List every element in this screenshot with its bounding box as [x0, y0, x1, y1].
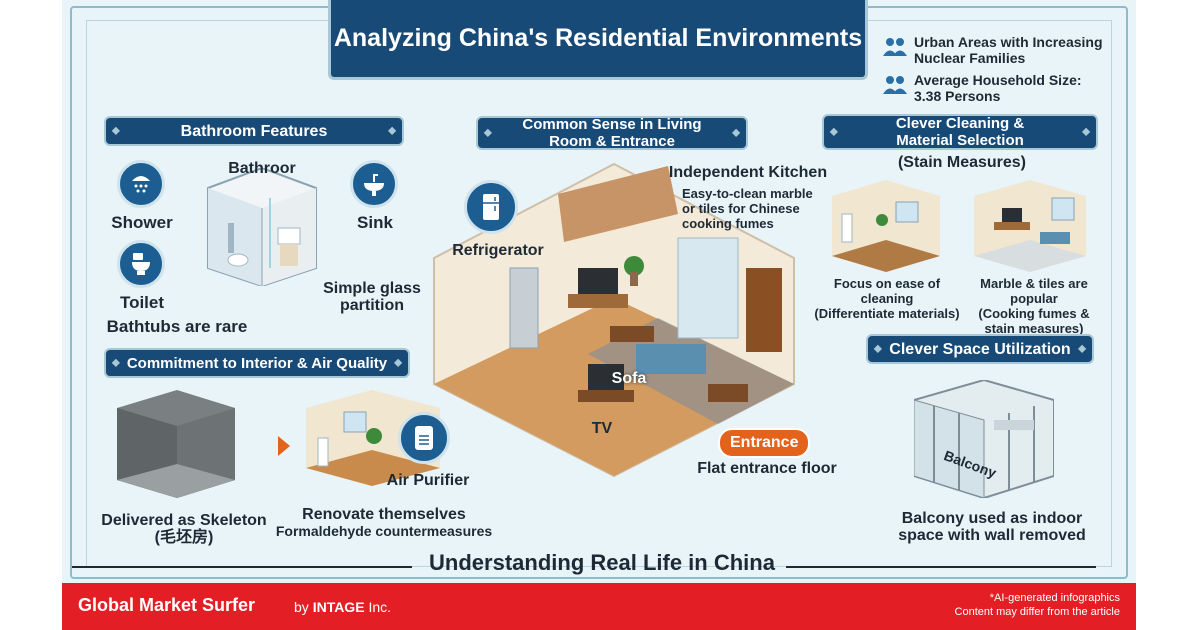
shower-icon — [117, 160, 165, 208]
balcony-note: Balcony used as indoor space with wall r… — [898, 510, 1086, 544]
tv-label: TV — [591, 420, 613, 437]
title-banner: Analyzing China's Residential Environmen… — [328, 0, 868, 80]
refrigerator-label: Refrigerator — [452, 242, 544, 259]
interior-heading: Commitment to Interior & Air Quality — [104, 348, 410, 378]
bottom-rule-left — [72, 566, 412, 568]
infographic: Analyzing China's Residential Environmen… — [62, 0, 1136, 583]
renovate-label: Renovate themselves Formaldehyde counter… — [275, 506, 493, 539]
bathroom-heading: Bathroom Features — [104, 116, 404, 146]
marble-tiles-label: Marble & tiles are popular (Cooking fume… — [978, 276, 1090, 336]
balcony-illustration — [913, 378, 1055, 500]
bathroom-room-label: Bathroor — [228, 160, 296, 177]
stat-household-size: Average Household Size: 3.38 Persons — [882, 72, 1082, 104]
skeleton-room-illustration — [117, 390, 235, 498]
kitchen-label: Independent Kitchen — [668, 164, 828, 181]
bathtubs-rare-label: Bathtubs are rare — [106, 317, 248, 336]
air-purifier-icon — [398, 412, 450, 464]
sink-icon — [350, 160, 398, 208]
sink-label: Sink — [357, 213, 393, 232]
page-title: Analyzing China's Residential Environmen… — [333, 24, 863, 52]
air-purifier-label: Air Purifier — [386, 472, 470, 489]
shower-label: Shower — [111, 213, 173, 232]
living-heading: Common Sense in Living Room & Entrance — [476, 116, 748, 150]
apartment-illustration — [428, 158, 800, 478]
glass-partition-label: Simple glass partition — [323, 280, 421, 314]
kitchen-note: Easy-to-clean marble or tiles for Chines… — [682, 186, 813, 231]
footer-disclaimer: *AI-generated infographics Content may d… — [954, 592, 1120, 618]
space-heading: Clever Space Utilization — [866, 334, 1094, 364]
bathroom-illustration — [198, 166, 326, 288]
cleaning-heading: Clever Cleaning & Material Selection — [822, 114, 1098, 150]
bottom-title: Understanding Real Life in China — [429, 550, 775, 575]
footer-bar: Global Market Surfer by INTAGE Inc. *AI-… — [62, 583, 1136, 630]
renovated-room-illustration — [306, 390, 440, 486]
people-icon — [883, 76, 907, 94]
toilet-label: Toilet — [119, 293, 165, 312]
people-icon — [883, 38, 907, 56]
arrow-right-icon — [278, 436, 290, 456]
refrigerator-icon — [464, 180, 518, 234]
cleaning-room-left-illustration — [832, 180, 940, 272]
entrance-badge: Entrance — [718, 428, 811, 458]
ease-of-cleaning-label: Focus on ease of cleaning (Differentiate… — [814, 276, 960, 321]
sofa-label: Sofa — [611, 370, 647, 387]
toilet-icon — [117, 240, 165, 288]
footer-byline: by INTAGE Inc. — [294, 599, 392, 615]
skeleton-label: Delivered as Skeleton (毛坯房) — [101, 512, 267, 546]
footer-brand: Global Market Surfer — [78, 595, 256, 615]
cleaning-room-right-illustration — [974, 180, 1086, 272]
bottom-rule-right — [786, 566, 1096, 568]
flat-entrance-label: Flat entrance floor — [697, 460, 837, 477]
stain-measures-label: (Stain Measures) — [897, 154, 1027, 171]
stat-nuclear-families: Urban Areas with Increasing Nuclear Fami… — [882, 34, 1103, 66]
